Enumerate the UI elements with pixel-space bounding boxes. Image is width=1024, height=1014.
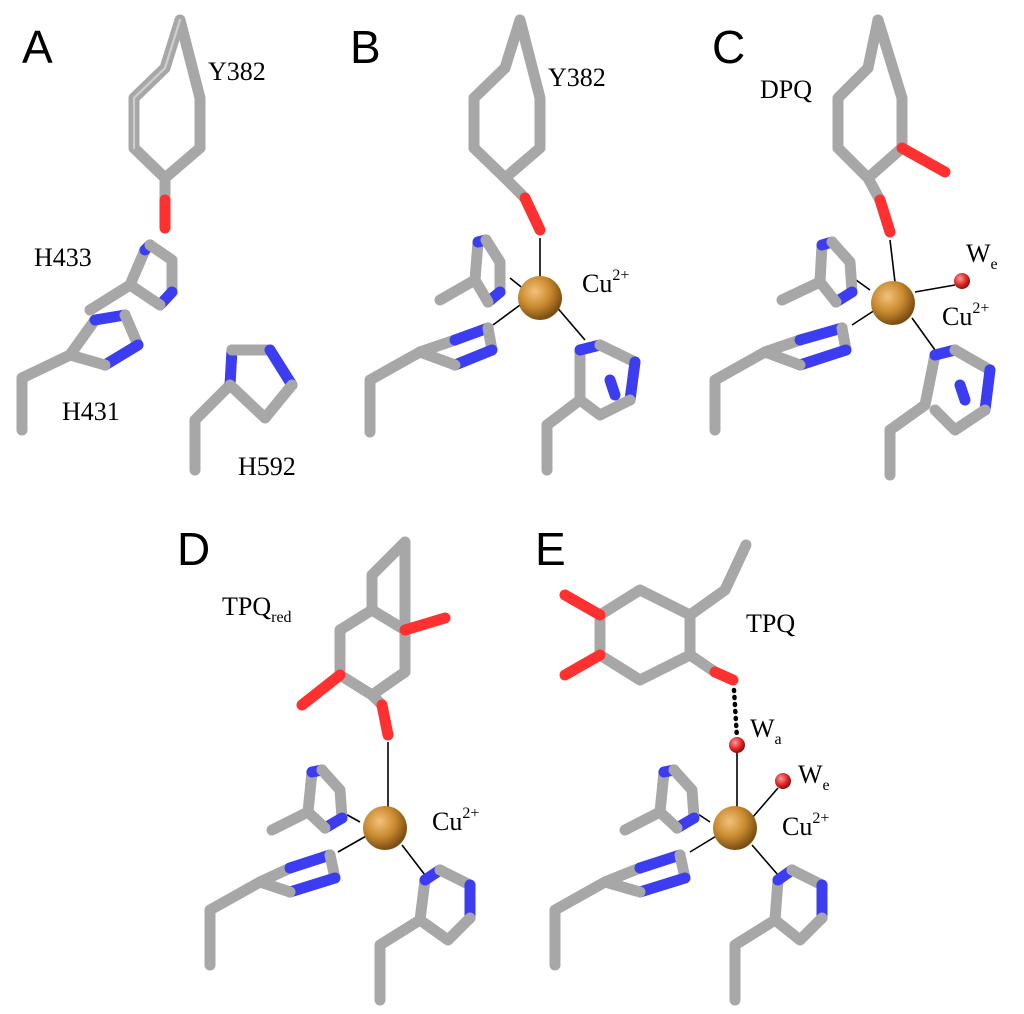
water-we-c	[954, 273, 970, 289]
label-h433: H433	[34, 243, 92, 272]
label-tpq: TPQ	[746, 609, 795, 638]
cofactor-tpq	[559, 539, 752, 686]
residue-his-e-1	[619, 764, 700, 836]
residue-his-c-3	[884, 344, 996, 481]
bond-c-o	[889, 239, 896, 283]
residue-his-d-2	[204, 849, 341, 971]
hbond-e	[731, 687, 740, 741]
panel-label-d: D	[177, 523, 210, 575]
bond-b-h431	[492, 304, 521, 326]
label-cu-e: Cu2+	[782, 810, 829, 841]
label-y382-a: Y382	[208, 57, 266, 86]
residue-y382-b	[468, 14, 546, 236]
residue-his-e-2	[549, 849, 691, 971]
bond-e-we	[751, 787, 779, 819]
residue-his-d-1	[266, 764, 348, 836]
residue-y382-a	[128, 14, 206, 234]
panel-label-c: C	[712, 21, 745, 73]
residue-his-c-1	[776, 236, 858, 308]
bond-d-his2	[337, 834, 369, 853]
label-we-c: We	[966, 239, 998, 273]
residue-h431-a	[16, 309, 144, 436]
label-y382-b: Y382	[548, 63, 606, 92]
label-we-e: We	[798, 760, 830, 794]
bond-c-h431	[851, 309, 876, 326]
residue-his-d-3	[374, 864, 476, 1006]
copper-atom-e	[713, 806, 757, 850]
residue-h433-b	[434, 234, 506, 308]
residue-h431-b	[364, 322, 498, 438]
panel-e: E	[535, 523, 830, 1006]
bond-c-h433	[855, 279, 871, 291]
panel-d: D	[177, 523, 479, 1006]
water-we-e	[775, 773, 791, 789]
bond-e-his3	[751, 844, 779, 876]
panel-c: C	[709, 14, 998, 481]
label-cu-b: Cu2+	[582, 267, 629, 298]
residue-h592-a	[189, 344, 298, 476]
residue-h433-a	[84, 239, 178, 316]
label-wa: Wa	[750, 714, 782, 748]
water-wa	[729, 737, 745, 753]
copper-atom-d	[363, 806, 407, 850]
panel-b: B	[350, 14, 641, 476]
label-cu-c: Cu2+	[942, 300, 989, 331]
panel-label-a: A	[22, 21, 53, 73]
cofactor-tpq-red	[296, 536, 451, 741]
bond-b-h592	[554, 304, 586, 341]
label-h431: H431	[62, 397, 120, 426]
label-tpq-red: TPQred	[222, 592, 292, 626]
residue-h592-b	[541, 339, 641, 476]
label-cu-d: Cu2+	[432, 805, 479, 836]
copper-atom-c	[871, 281, 915, 325]
label-h592: H592	[238, 452, 296, 481]
panel-label-b: B	[350, 21, 381, 73]
bond-d-his3	[401, 844, 426, 876]
panel-a: A Y382 H433 H43	[16, 14, 298, 481]
bond-c-w	[914, 284, 956, 293]
cofactor-dpq	[832, 14, 951, 238]
residue-his-c-2	[709, 322, 852, 436]
bond-c-h592	[911, 317, 936, 351]
panel-label-e: E	[535, 523, 566, 575]
bond-e-his2	[689, 834, 719, 853]
residue-his-e-3	[729, 864, 828, 1006]
copper-atom-b	[518, 276, 562, 320]
label-dpq: DPQ	[760, 75, 812, 104]
